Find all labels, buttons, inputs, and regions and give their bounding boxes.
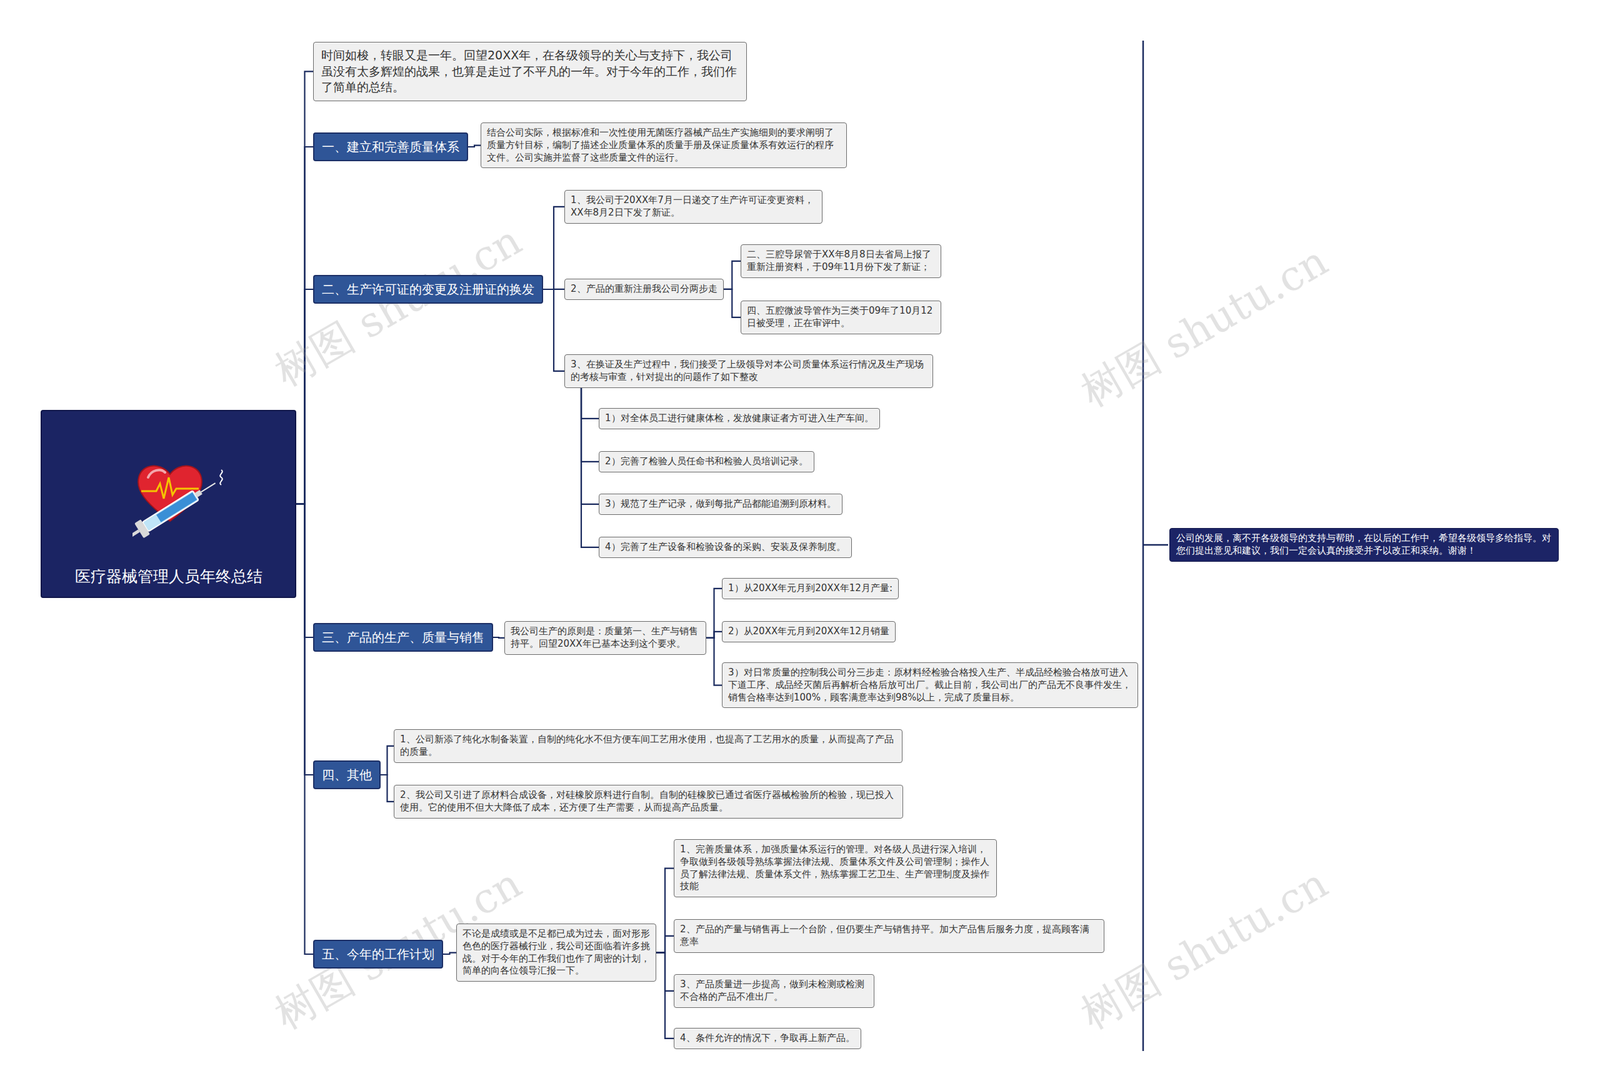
detail-box: 3）对日常质量的控制我公司分三步走：原材料经检验合格投入生产、半成品经检验合格放… xyxy=(721,662,1139,709)
branch-topic: 五、今年的工作计划 xyxy=(313,940,444,969)
detail-box: 不论是成绩或是不足都已成为过去，面对形形色色的医疗器械行业，我公司还面临着许多挑… xyxy=(456,923,657,982)
node-text: 不论是成绩或是不足都已成为过去，面对形形色色的医疗器械行业，我公司还面临着许多挑… xyxy=(462,928,650,978)
detail-box: 2）完善了检验人员任命书和检验人员培训记录。 xyxy=(598,451,815,473)
node-text: 公司的发展，离不开各级领导的支持与帮助，在以后的工作中，希望各级领导多给指导。对… xyxy=(1176,532,1552,558)
branch-topic: 四、其他 xyxy=(313,760,381,790)
node-text: 我公司生产的原则是：质量第一、生产与销售持平。回望20XX年已基本达到这个要求。 xyxy=(510,625,700,651)
detail-box: 1、公司新添了纯化水制备装置，自制的纯化水不但方便车间工艺用水使用，也提高了工艺… xyxy=(393,729,903,764)
detail-box: 4、条件允许的情况下，争取再上新产品。 xyxy=(673,1028,862,1050)
branch-connector xyxy=(723,261,741,290)
branch-connector xyxy=(468,145,481,147)
branch-connector xyxy=(706,638,722,686)
branch-topic: 三、产品的生产、质量与销售 xyxy=(313,623,494,652)
detail-box: 四、五腔微波导管作为三类于09年了10月12日被受理，正在审评中。 xyxy=(740,300,942,335)
node-text: 四、五腔微波导管作为三类于09年了10月12日被受理，正在审评中。 xyxy=(746,305,935,330)
branch-connector xyxy=(296,504,314,955)
detail-box: 2、产品的产量与销售再上一个台阶，但仍要生产与销售持平。加大产品售后服务力度，提… xyxy=(673,919,1105,954)
branch-connector xyxy=(543,206,565,290)
title-text: 医疗器械管理人员年终总结 xyxy=(41,566,295,587)
branch-topic: 一、建立和完善质量体系 xyxy=(313,132,469,162)
detail-box: 4）完善了生产设备和检验设备的采购、安装及保养制度。 xyxy=(598,536,852,559)
node-text: 2）从20XX年元月到20XX年12月销量 xyxy=(728,625,890,639)
node-text: 四、其他 xyxy=(321,766,372,784)
node-text: 1、完善质量体系，加强质量体系运行的管理。对各级人员进行深入培训，争取做到各级领… xyxy=(680,843,991,894)
intro-note: 时间如梭，转眼又是一年。回望20XX年，在各级领导的关心与支持下，我公司虽没有太… xyxy=(313,41,747,102)
branch-connector xyxy=(656,936,674,954)
branch-connector xyxy=(656,868,674,954)
branch-topic: 二、生产许可证的变更及注册证的换发 xyxy=(313,275,544,304)
branch-connector xyxy=(723,289,741,318)
detail-box: 1）从20XX年元月到20XX年12月产量: xyxy=(721,578,899,600)
node-text: 三、产品的生产、质量与销售 xyxy=(321,629,485,646)
detail-box: 结合公司实际，根据标准和一次性使用无菌医疗器械产品生产实施细则的要求阐明了质量方… xyxy=(480,122,847,169)
watermark: 树图 shutu.cn xyxy=(1070,233,1338,421)
summary-box: 公司的发展，离不开各级领导的支持与帮助，在以后的工作中，希望各级领导多给指导。对… xyxy=(1169,528,1559,562)
node-text: 一、建立和完善质量体系 xyxy=(321,138,460,155)
node-text: 时间如梭，转眼又是一年。回望20XX年，在各级领导的关心与支持下，我公司虽没有太… xyxy=(321,47,739,96)
node-text: 2、产品的产量与销售再上一个台阶，但仍要生产与销售持平。加大产品售后服务力度，提… xyxy=(680,923,1099,949)
detail-box: 二、三腔导尿管于XX年8月8日去省局上报了重新注册资料，于09年11月份下发了新… xyxy=(740,244,942,279)
branch-connector xyxy=(493,636,505,639)
node-text: 4）完善了生产设备和检验设备的采购、安装及保养制度。 xyxy=(605,541,846,554)
node-text: 2）完善了检验人员任命书和检验人员培训记录。 xyxy=(605,455,809,469)
bracket-line xyxy=(1142,40,1145,1052)
detail-box: 1、完善质量体系，加强质量体系运行的管理。对各级人员进行深入培训，争取做到各级领… xyxy=(673,839,997,898)
detail-box: 1、我公司于20XX年7月一日递交了生产许可证变更资料，XX年8月2日下发了新证… xyxy=(564,190,823,224)
branch-connector xyxy=(581,388,599,505)
branch-connector xyxy=(706,631,722,639)
node-text: 1）从20XX年元月到20XX年12月产量: xyxy=(728,582,893,595)
branch-connector xyxy=(656,953,674,1039)
branch-connector xyxy=(543,289,565,372)
node-text: 3、产品质量进一步提高，做到未检测或检测不合格的产品不准出厂。 xyxy=(680,978,869,1004)
bracket-tick xyxy=(1143,544,1169,547)
node-text: 4、条件允许的情况下，争取再上新产品。 xyxy=(680,1032,855,1045)
node-text: 2、我公司又引进了原材料合成设备，对硅橡胶原料进行自制。自制的硅橡胶已通过省医疗… xyxy=(400,789,897,815)
branch-connector xyxy=(380,775,394,802)
heart-syringe-icon xyxy=(132,458,233,540)
watermark: 树图 shutu.cn xyxy=(1070,856,1338,1044)
node-text: 五、今年的工作计划 xyxy=(321,946,435,963)
detail-box: 3、在换证及生产过程中，我们接受了上级领导对本公司质量体系运行情况及生产现场的考… xyxy=(564,354,934,389)
branch-connector xyxy=(581,388,599,462)
detail-box: 2）从20XX年元月到20XX年12月销量 xyxy=(721,621,896,643)
branch-connector xyxy=(581,388,599,548)
detail-box: 2、产品的重新注册我公司分两步走 xyxy=(564,278,724,300)
detail-box: 1）对全体员工进行健康体检，发放健康证者方可进入生产车间。 xyxy=(598,408,880,430)
node-text: 二、生产许可证的变更及注册证的换发 xyxy=(321,281,535,298)
node-text: 3）对日常质量的控制我公司分三步走：原材料经检验合格投入生产、半成品经检验合格放… xyxy=(728,666,1132,704)
node-text: 3、在换证及生产过程中，我们接受了上级领导对本公司质量体系运行情况及生产现场的考… xyxy=(570,358,927,384)
node-text: 1、我公司于20XX年7月一日递交了生产许可证变更资料，XX年8月2日下发了新证… xyxy=(570,194,817,220)
detail-box: 我公司生产的原则是：质量第一、生产与销售持平。回望20XX年已基本达到这个要求。 xyxy=(504,621,707,655)
detail-box: 3、产品质量进一步提高，做到未检测或检测不合格的产品不准出厂。 xyxy=(673,974,875,1009)
node-text: 3）规范了生产记录，做到每批产品都能追溯到原材料。 xyxy=(605,498,837,511)
node-text: 1）对全体员工进行健康体检，发放健康证者方可进入生产车间。 xyxy=(605,412,874,425)
node-text: 2、产品的重新注册我公司分两步走 xyxy=(570,283,718,296)
node-text: 1、公司新添了纯化水制备装置，自制的纯化水不但方便车间工艺用水使用，也提高了工艺… xyxy=(400,733,897,759)
branch-connector xyxy=(380,746,394,775)
root-topic: 医疗器械管理人员年终总结 xyxy=(40,410,297,599)
branch-connector xyxy=(296,289,314,505)
detail-box: 3）规范了生产记录，做到每批产品都能追溯到原材料。 xyxy=(598,493,843,515)
node-text: 结合公司实际，根据标准和一次性使用无菌医疗器械产品生产实施细则的要求阐明了质量方… xyxy=(486,126,841,164)
node-text: 二、三腔导尿管于XX年8月8日去省局上报了重新注册资料，于09年11月份下发了新… xyxy=(746,248,935,274)
branch-connector xyxy=(296,71,314,504)
branch-connector xyxy=(581,388,599,419)
branch-connector xyxy=(706,588,722,639)
detail-box: 2、我公司又引进了原材料合成设备，对硅橡胶原料进行自制。自制的硅橡胶已通过省医疗… xyxy=(393,785,904,819)
